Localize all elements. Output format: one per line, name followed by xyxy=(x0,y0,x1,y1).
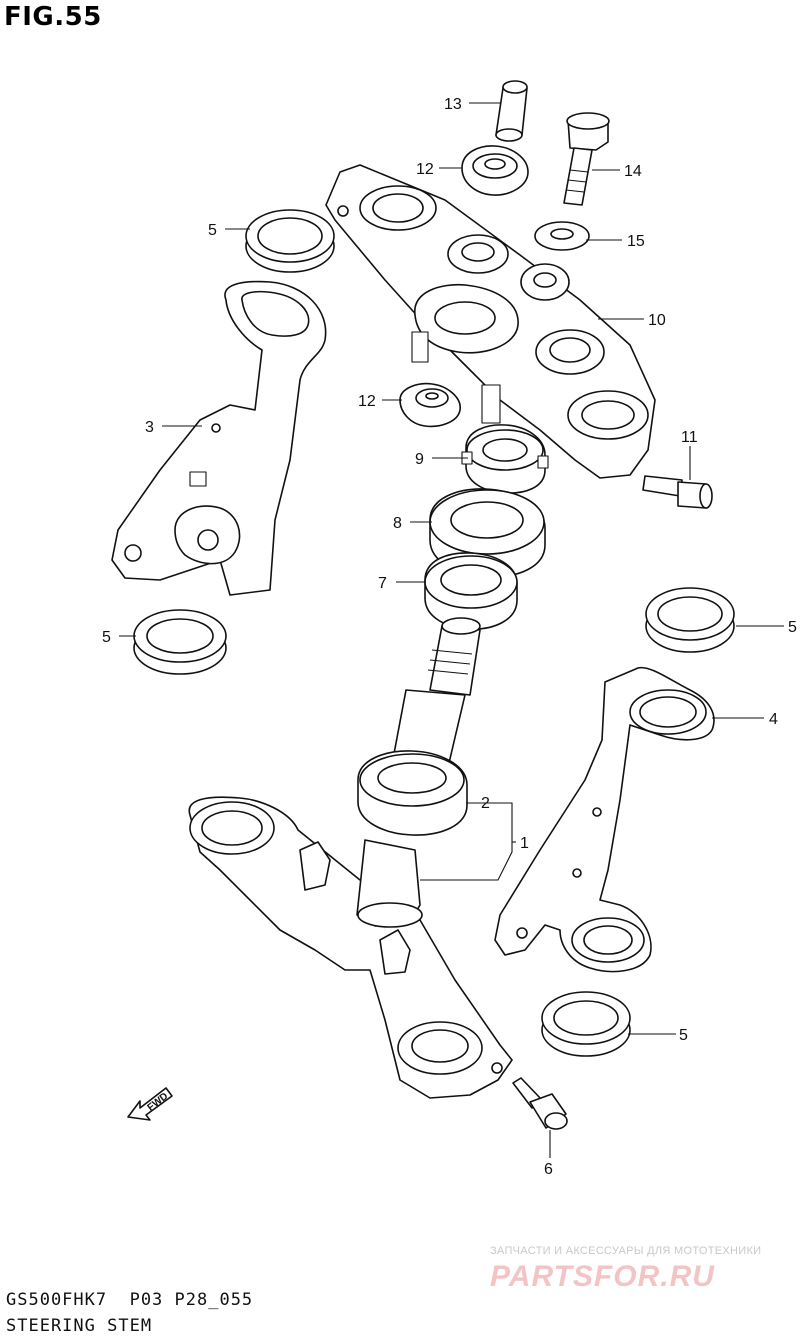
callout-14: 14 xyxy=(624,163,642,180)
callout-4: 4 xyxy=(769,711,778,728)
part-15-washer[interactable] xyxy=(534,221,590,251)
callout-7: 7 xyxy=(378,575,387,592)
callout-9: 9 xyxy=(415,451,424,468)
callouts: 13 12 14 5 15 10 3 12 11 9 8 7 5 5 4 2 1… xyxy=(102,96,797,1178)
part-5-seal-top-left[interactable] xyxy=(245,209,335,273)
callout-1: 1 xyxy=(520,835,529,852)
callout-5-right-bottom: 5 xyxy=(679,1027,688,1044)
part-13-pin[interactable] xyxy=(495,80,528,142)
part-12-grommet-lower[interactable] xyxy=(399,382,461,428)
callout-11: 11 xyxy=(681,429,698,446)
callout-13: 13 xyxy=(444,96,462,113)
leader-lines xyxy=(119,102,784,1158)
callout-5-left: 5 xyxy=(102,629,111,646)
part-5-seal-right-top[interactable] xyxy=(645,587,735,653)
watermark-logo-text: PARTSFOR.RU xyxy=(490,1260,715,1292)
part-6-bolt[interactable] xyxy=(512,1077,568,1130)
part-5-seal-right-bottom[interactable] xyxy=(541,991,631,1057)
part-7-bearing[interactable] xyxy=(424,552,518,630)
watermark-tagline: ЗАПЧАСТИ И АКСЕССУАРЫ ДЛЯ МОТОТЕХНИКИ xyxy=(490,1245,762,1257)
callout-12-upper: 12 xyxy=(416,161,434,178)
callout-12-lower: 12 xyxy=(358,393,376,410)
part-1-steering-stem[interactable] xyxy=(188,617,513,1099)
part-9-nut[interactable] xyxy=(461,424,549,494)
watermark-logo: PARTSFOR.RU xyxy=(490,1260,715,1292)
part-3-left-bracket[interactable] xyxy=(111,280,327,596)
callout-5-right-top: 5 xyxy=(788,619,797,636)
callout-6: 6 xyxy=(544,1161,553,1178)
callout-5-top-left: 5 xyxy=(208,222,217,239)
callout-8: 8 xyxy=(393,515,402,532)
part-5-seal-left[interactable] xyxy=(133,609,227,675)
callout-15: 15 xyxy=(627,233,645,250)
callout-2: 2 xyxy=(481,795,490,812)
part-11-bolt[interactable] xyxy=(642,475,713,509)
figure-title: FIG.55 xyxy=(4,2,102,32)
part-10-upper-bracket[interactable] xyxy=(325,164,656,479)
part-2-bearing[interactable] xyxy=(357,750,468,836)
callout-10: 10 xyxy=(648,312,666,329)
part-4-right-bracket[interactable] xyxy=(494,666,715,973)
part-14-bolt[interactable] xyxy=(563,112,610,206)
diagram-code: GS500FHK7 P03 P28_055 xyxy=(6,1290,254,1310)
part-12-grommet-upper[interactable] xyxy=(461,145,529,196)
callout-3: 3 xyxy=(145,419,154,436)
fwd-arrow-icon: FWD xyxy=(127,1087,173,1121)
diagram-name: STEERING STEM xyxy=(6,1316,153,1336)
